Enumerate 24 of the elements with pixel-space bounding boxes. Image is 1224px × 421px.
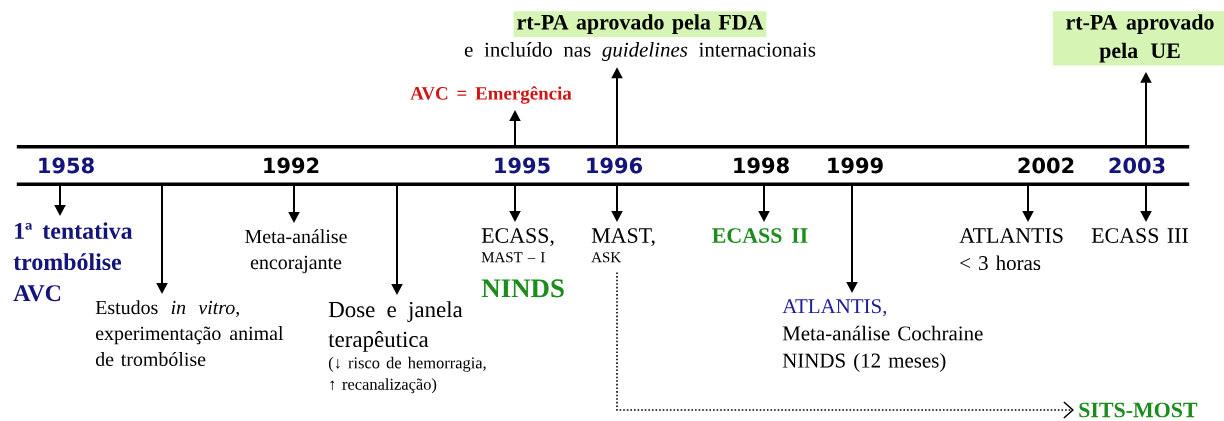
arrow — [616, 271, 1074, 419]
event-text: ATLANTIS < 3 horas — [959, 228, 1063, 271]
year-label: 2002 — [1018, 157, 1074, 174]
event-text: ATLANTIS, Meta-análise Cochraine NINDS (12 meses) — [782, 299, 983, 372]
event-text: AVC = Emergência — [410, 86, 572, 104]
year-label: 1999 — [828, 157, 883, 174]
event-text: ECASS, MAST – I NINDS — [481, 228, 564, 298]
event-text: Estudos in vitro, experimentação animal de trombólise — [95, 300, 284, 366]
year-label: 1998 — [734, 157, 789, 174]
year-label: 2003 — [1109, 157, 1165, 174]
milestone-box: rt-PA aprovado pela UE — [1053, 11, 1224, 66]
event-text: ECASS III — [1091, 228, 1188, 243]
event-text: MAST, ASK — [591, 228, 655, 263]
milestone-text: rt-PA aprovado pela FDA e incluído nas guidelines internacionais — [464, 11, 816, 62]
timeline-bar — [16, 145, 1190, 186]
year-label: 1996 — [587, 157, 642, 174]
event-text: Dose e janela terapêutica (↓ risco de hemorragia, ↑ recanalização) — [328, 301, 486, 394]
year-label: 1995 — [495, 157, 550, 174]
year-label: 1958 — [39, 157, 94, 174]
event-text: 1ª tentativa trombólise AVC — [13, 222, 133, 302]
event-text: Meta-análise encorajante — [245, 229, 347, 274]
year-label: 1992 — [264, 157, 319, 174]
event-text: ECASS II — [712, 228, 808, 243]
event-text: SITS-MOST — [1079, 402, 1198, 418]
